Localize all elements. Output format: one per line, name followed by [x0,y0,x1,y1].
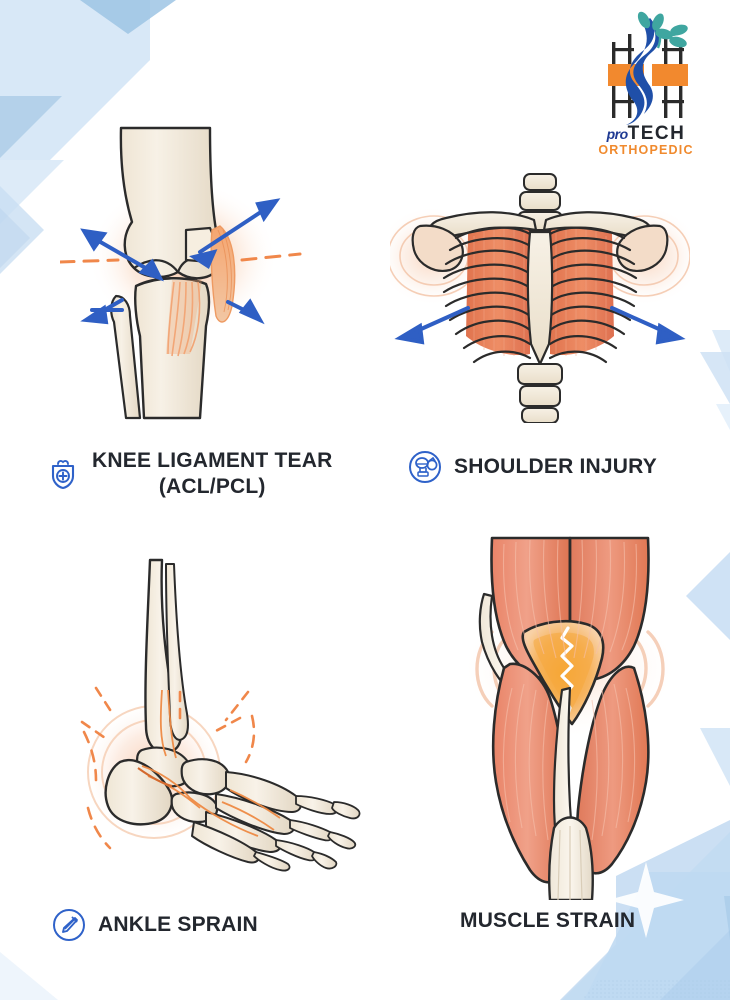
caption-ankle-sprain: ANKLE SPRAIN [52,908,352,942]
caption-label: SHOULDER INJURY [454,455,657,479]
medical-bag-icon [46,457,80,491]
syringe-icon [52,908,86,942]
illustration-ankle-sprain [80,540,380,875]
brand-logo: proTECH ORTHOPEDIC [586,8,706,168]
caption-label: MUSCLE STRAIN [460,909,636,932]
logo-pro-text: pro [606,126,629,142]
illustration-knee-ligament-tear [60,110,360,420]
illustration-shoulder-injury [390,168,690,423]
caption-label: ANKLE SPRAIN [98,913,258,937]
logo-subtitle: ORTHOPEDIC [598,143,694,157]
caption-label: KNEE LIGAMENT TEAR (ACL/PCL) [92,449,333,498]
logo-tech-text: TECH [627,123,686,144]
shoulder-joint-icon [408,450,442,484]
logo-mark-icon [608,11,688,125]
caption-knee-ligament-tear: KNEE LIGAMENT TEAR (ACL/PCL) [46,448,366,499]
illustration-muscle-strain [420,528,720,900]
caption-muscle-strain: MUSCLE STRAIN [460,908,720,934]
caption-shoulder-injury: SHOULDER INJURY [408,450,698,484]
